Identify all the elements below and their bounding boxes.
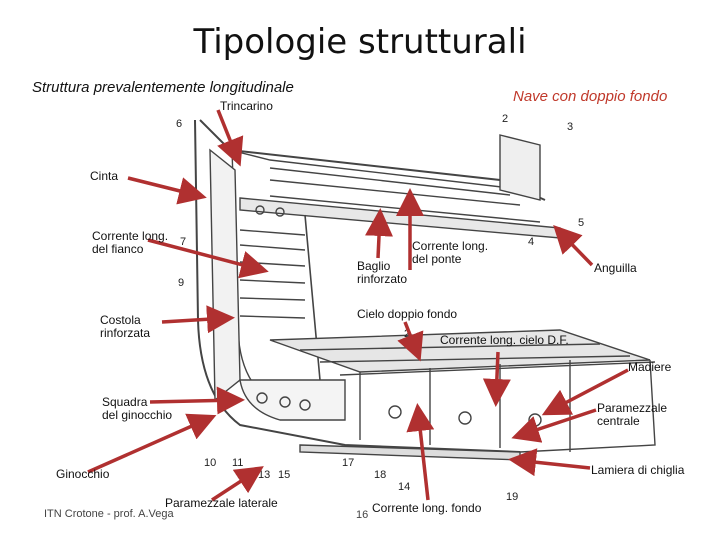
number-3: 3 (567, 121, 573, 133)
number-9: 9 (178, 277, 184, 289)
page-title: Tipologie strutturali (193, 22, 527, 62)
pointer-arrows (87, 109, 629, 502)
label-trincarino: Trincarino (220, 99, 273, 113)
label-corrente-cielo: Corrente long. cielo D.F. (440, 333, 569, 347)
label-ginocchio: Ginocchio (56, 467, 110, 481)
arrow-cinta (127, 176, 207, 205)
footer-author: ITN Crotone - prof. A.Vega (44, 508, 174, 520)
arrow-lamiera (508, 448, 591, 477)
arrow-cielo (397, 321, 424, 362)
arrow-corrente-cielo (482, 351, 511, 407)
label-cinta: Cinta (90, 169, 119, 183)
label-cielo: Cielo doppio fondo (357, 307, 458, 321)
label-paramezzale-centrale: Paramezzale centrale (597, 401, 668, 428)
arrow-madiere (541, 368, 629, 416)
label-madiere: Madiere (628, 360, 672, 374)
number-15: 15 (278, 469, 290, 481)
arrow-paramezzale-laterale (211, 466, 264, 502)
number-2: 2 (502, 113, 508, 125)
label-baglio: Baglio rinforzato (357, 259, 408, 286)
number-5: 5 (578, 217, 584, 229)
arrow-costola (161, 305, 235, 334)
number-11: 11 (232, 457, 243, 469)
number-19: 19 (506, 491, 518, 503)
part-numbers: 2 3 4 5 6 7 9 2 10 11 13 15 17 18 14 19 (176, 113, 584, 503)
page-number: 16 (356, 509, 369, 521)
arrow-baglio (365, 208, 394, 259)
label-corrente-ponte: Corrente long. del ponte (412, 239, 489, 266)
hull-structure (194, 119, 656, 461)
number-4: 4 (528, 236, 534, 248)
arrow-paramezzale-centrale (511, 408, 597, 443)
label-costola: Costola rinforzata (100, 313, 151, 340)
number-10: 10 (204, 457, 216, 469)
number-13: 13 (258, 469, 270, 481)
label-paramezzale-laterale: Paramezzale laterale (165, 496, 278, 510)
label-corrente-fianco: Corrente long. del fianco (92, 229, 169, 256)
number-17: 17 (342, 457, 354, 469)
arrow-corrente-fianco (147, 238, 269, 279)
arrow-trincarino (216, 109, 244, 167)
arrow-ginocchio (87, 413, 217, 474)
label-anguilla: Anguilla (594, 261, 637, 275)
number-7: 7 (180, 236, 186, 248)
arrow-anguilla (553, 224, 594, 267)
subtitle-longitudinal: Struttura prevalentemente longitudinale (32, 79, 294, 96)
number-18: 18 (374, 469, 386, 481)
number-14: 14 (398, 481, 410, 493)
label-lamiera: Lamiera di chiglia (591, 463, 685, 477)
subtitle-double-bottom: Nave con doppio fondo (513, 88, 668, 105)
arrow-squadra (149, 386, 245, 415)
arrow-corrente-fondo (406, 403, 435, 501)
label-corrente-fondo: Corrente long. fondo (372, 501, 482, 515)
label-squadra: Squadra del ginocchio (102, 395, 173, 422)
number-6: 6 (176, 118, 182, 130)
